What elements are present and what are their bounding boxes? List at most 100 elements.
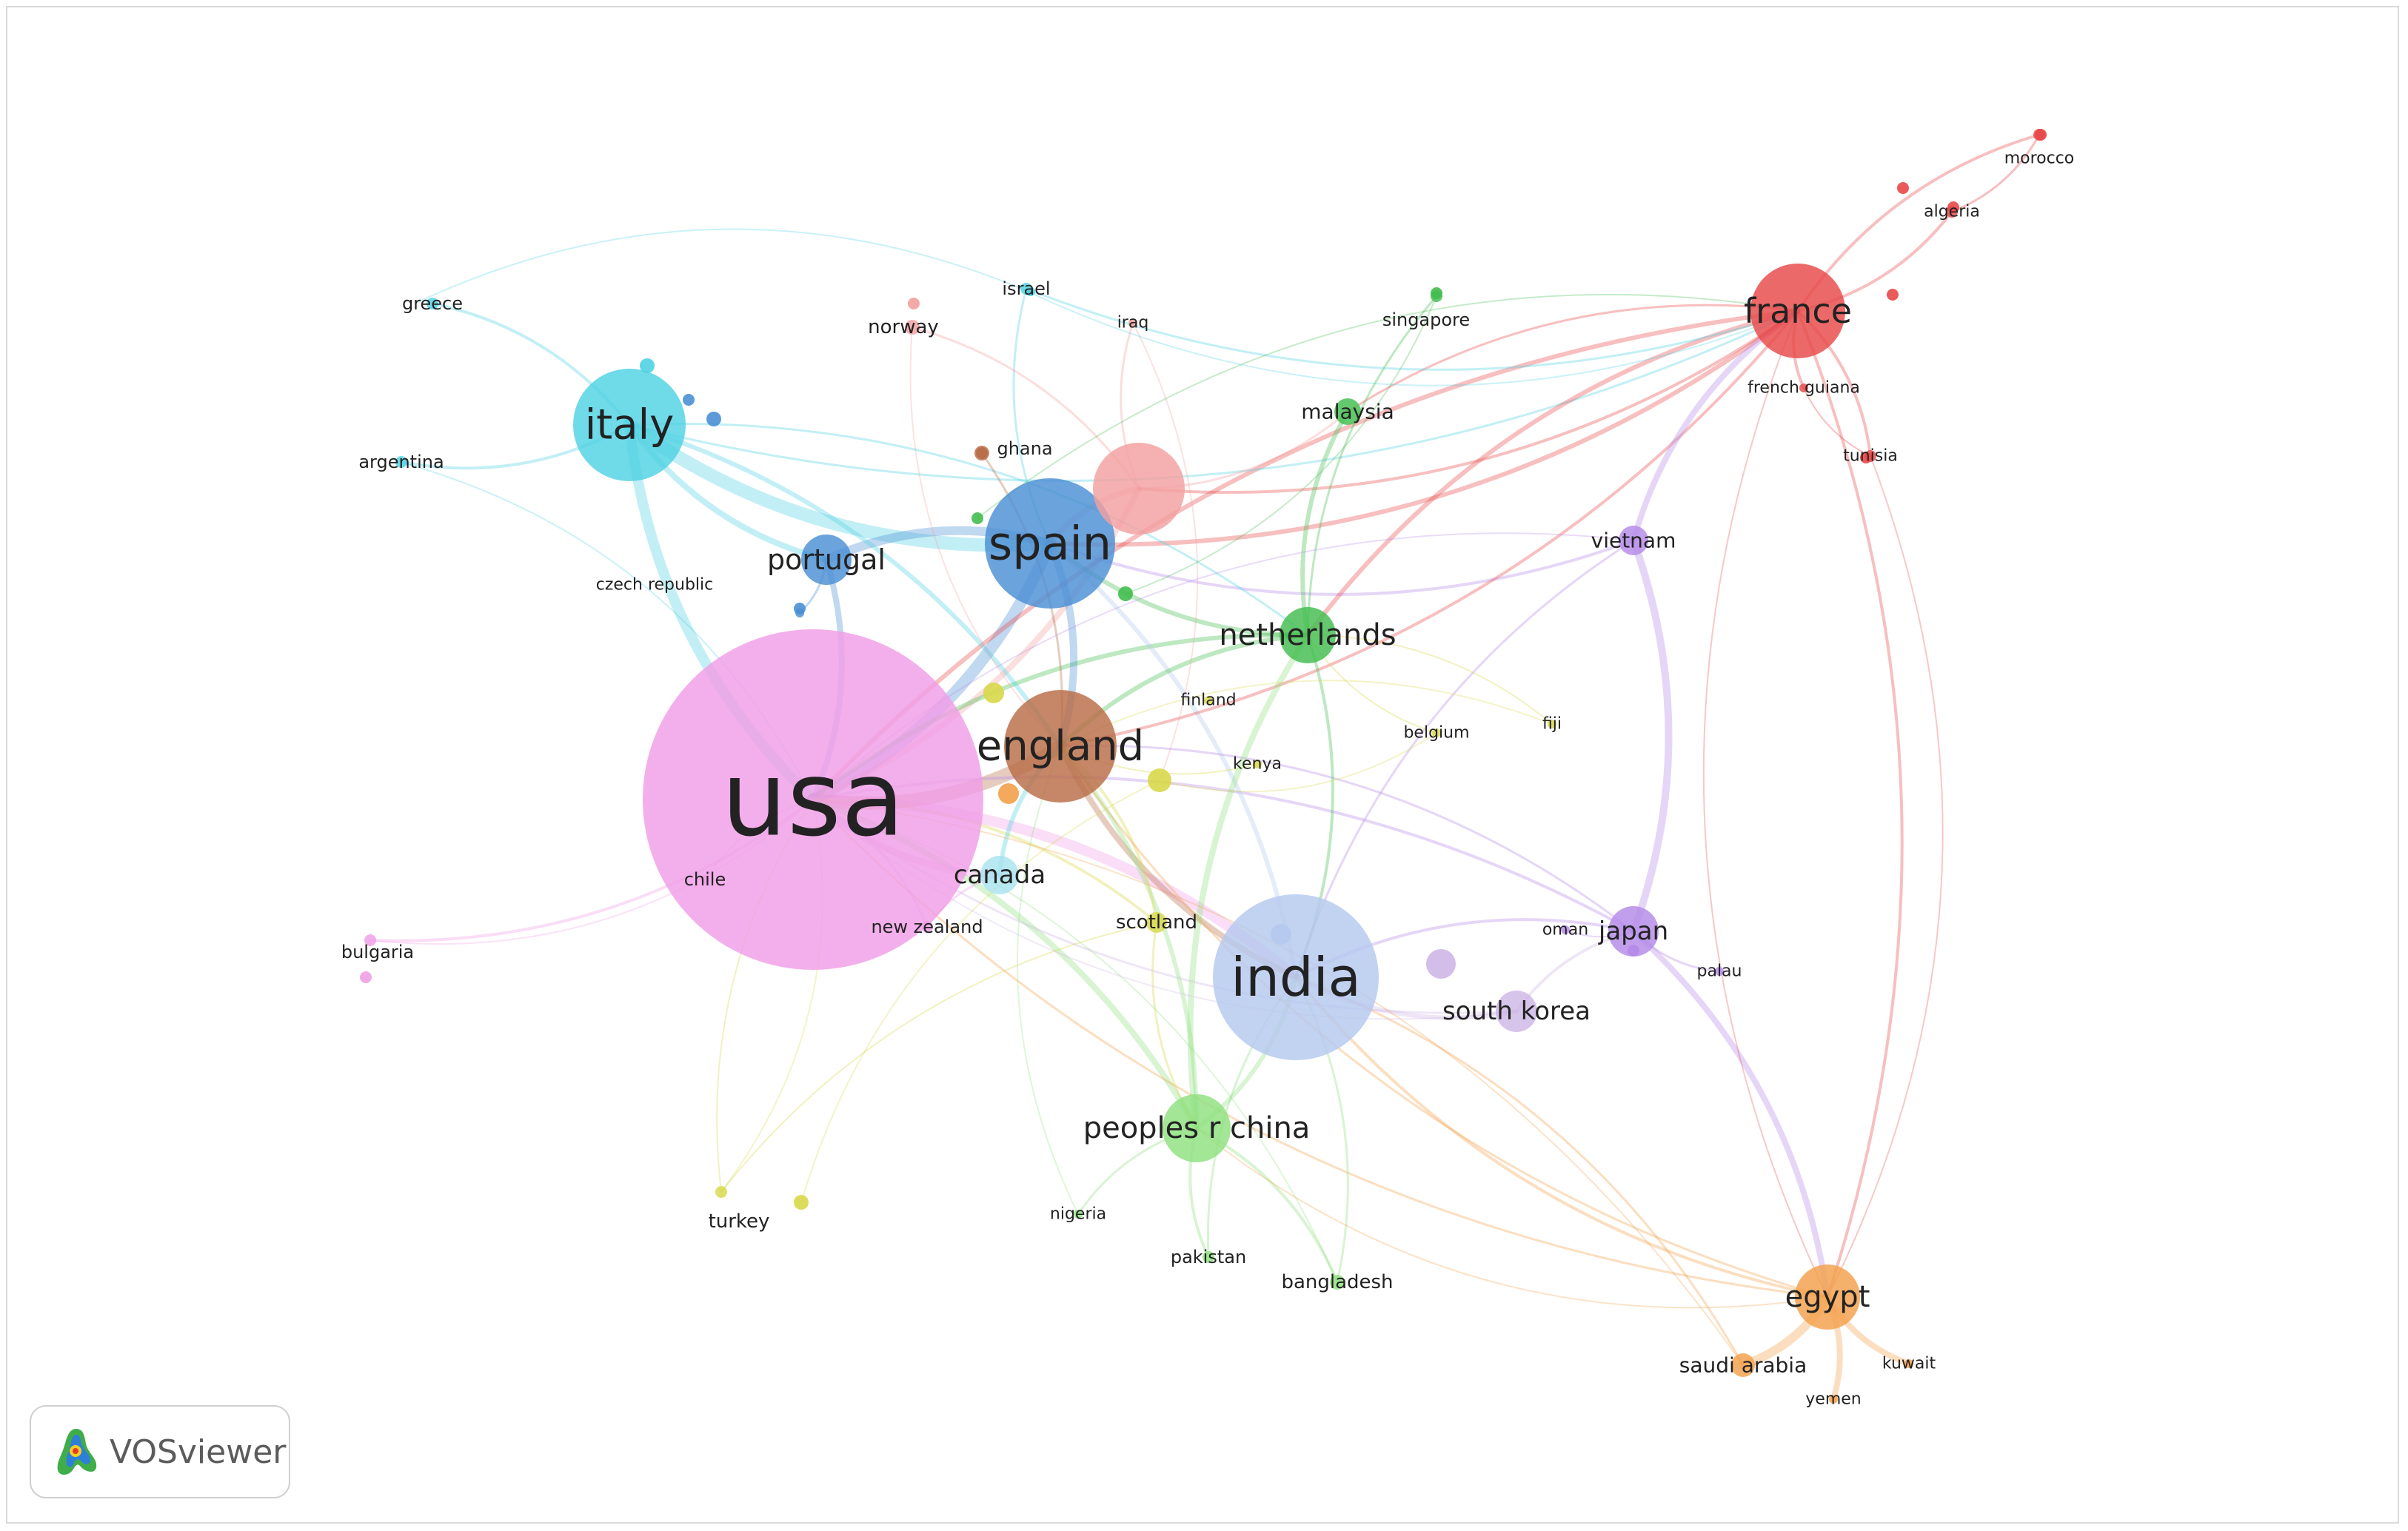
node-finland[interactable]: [1204, 696, 1213, 705]
label-scotland: scotland: [1116, 911, 1197, 934]
node-new-zealand[interactable]: [921, 921, 933, 933]
edge-netherlands-singapore: [1306, 295, 1438, 637]
node-pakistan[interactable]: [1203, 1251, 1214, 1263]
node-usa[interactable]: [643, 629, 983, 970]
edge-england-peoples-r-china: [1058, 744, 1200, 1130]
node-norway[interactable]: [905, 320, 920, 335]
minor-node[interactable]: [360, 971, 372, 983]
label-palau: palau: [1697, 962, 1742, 981]
edge-japan-egypt: [1631, 928, 1830, 1300]
node-israel[interactable]: [1020, 283, 1032, 295]
node-czech-republic[interactable]: [795, 609, 804, 617]
node-french-guiana[interactable]: [1799, 383, 1808, 392]
label-india: india: [1231, 946, 1360, 1008]
minor-node[interactable]: [706, 412, 721, 426]
node-japan[interactable]: [1608, 906, 1659, 957]
minor-node[interactable]: [794, 1195, 809, 1210]
edge-faint: [414, 228, 1023, 304]
node-algeria[interactable]: [1946, 206, 1958, 218]
node-malaysia[interactable]: [1334, 398, 1361, 425]
node-iraq[interactable]: [1128, 318, 1137, 327]
node-ghana[interactable]: [974, 446, 989, 460]
label-portugal: portugal: [767, 543, 886, 576]
node-fiji[interactable]: [1548, 720, 1556, 728]
minor-node[interactable]: [1897, 182, 1909, 194]
node-bulgaria[interactable]: [364, 934, 376, 946]
label-french-guiana: french guiana: [1748, 379, 1860, 398]
node-unlabeled-salmon[interactable]: [1093, 443, 1185, 535]
node-palau[interactable]: [1715, 967, 1724, 976]
node-oman[interactable]: [1561, 925, 1570, 934]
node-yemen[interactable]: [1829, 1395, 1838, 1404]
labels-layer: usaindiaspainitalyenglandfrancenetherlan…: [341, 150, 2074, 1409]
minor-node[interactable]: [640, 358, 655, 373]
node-india[interactable]: [1213, 894, 1379, 1060]
minor-node[interactable]: [908, 298, 920, 309]
label-saudi-arabia: saudi arabia: [1679, 1353, 1807, 1378]
node-spain[interactable]: [985, 478, 1115, 609]
label-canada: canada: [954, 860, 1046, 890]
label-tunisia: tunisia: [1843, 447, 1898, 466]
label-iraq: iraq: [1117, 314, 1149, 332]
label-egypt: egypt: [1785, 1280, 1870, 1314]
node-kenya[interactable]: [1253, 760, 1262, 768]
node-greece[interactable]: [427, 298, 438, 309]
minor-node[interactable]: [1426, 949, 1456, 979]
label-norway: norway: [868, 316, 939, 338]
edge-england-egypt: [1059, 745, 1829, 1299]
edge-faint: [909, 326, 1061, 747]
minor-node[interactable]: [998, 783, 1019, 804]
node-tunisia[interactable]: [1864, 450, 1876, 462]
node-morocco[interactable]: [2033, 129, 2045, 141]
edge-netherlands-fiji: [1307, 634, 1553, 725]
edge-usa-egypt: [812, 798, 1829, 1299]
minor-node[interactable]: [983, 683, 1004, 703]
node-nigeria[interactable]: [1074, 1210, 1083, 1219]
node-belgium[interactable]: [1432, 728, 1441, 737]
vosviewer-logo-icon: [57, 1429, 97, 1475]
label-bulgaria: bulgaria: [341, 942, 414, 962]
minor-node[interactable]: [1118, 586, 1133, 601]
label-yemen: yemen: [1805, 1390, 1861, 1409]
node-egypt[interactable]: [1795, 1264, 1860, 1330]
label-greece: greece: [402, 293, 463, 314]
edge-japan-vietnam: [1630, 537, 1673, 935]
label-singapore: singapore: [1382, 309, 1470, 330]
node-chile[interactable]: [700, 875, 709, 884]
node-france[interactable]: [1750, 264, 1845, 358]
edge-france-unlabeled-salmon: [1137, 309, 1799, 495]
node-netherlands[interactable]: [1280, 607, 1336, 663]
edge-faint: [800, 780, 1160, 1203]
label-argentina: argentina: [358, 452, 444, 472]
node-canada[interactable]: [980, 856, 1019, 894]
minor-node[interactable]: [971, 512, 983, 524]
node-vietnam[interactable]: [1619, 526, 1648, 555]
node-italy[interactable]: [573, 369, 686, 481]
minor-node[interactable]: [683, 394, 695, 406]
node-england[interactable]: [1004, 690, 1117, 803]
node-saudi-arabia[interactable]: [1731, 1353, 1755, 1377]
node-bangladesh[interactable]: [1330, 1275, 1345, 1290]
minor-node[interactable]: [1887, 289, 1899, 301]
edge-faint: [1125, 295, 1437, 594]
node-south-korea[interactable]: [1496, 991, 1537, 1032]
node-kuwait[interactable]: [1904, 1359, 1913, 1368]
edge-france-egypt: [1796, 309, 1904, 1299]
node-singapore[interactable]: [1431, 290, 1442, 302]
label-pakistan: pakistan: [1171, 1247, 1246, 1267]
label-turkey: turkey: [709, 1210, 770, 1233]
vosviewer-logo[interactable]: VOSviewer: [30, 1405, 290, 1498]
minor-node[interactable]: [1148, 768, 1171, 792]
label-nigeria: nigeria: [1050, 1205, 1106, 1224]
node-turkey[interactable]: [715, 1186, 727, 1198]
label-vietnam: vietnam: [1591, 529, 1676, 553]
node-argentina[interactable]: [395, 456, 407, 468]
label-south-korea: south korea: [1442, 996, 1591, 1026]
nodes-layer: [360, 129, 2047, 1404]
edge-algeria-morocco: [1950, 133, 2041, 213]
node-scotland[interactable]: [1146, 912, 1167, 933]
node-portugal[interactable]: [801, 535, 852, 585]
label-england: england: [977, 723, 1144, 771]
node-peoples-r-china[interactable]: [1163, 1094, 1231, 1162]
